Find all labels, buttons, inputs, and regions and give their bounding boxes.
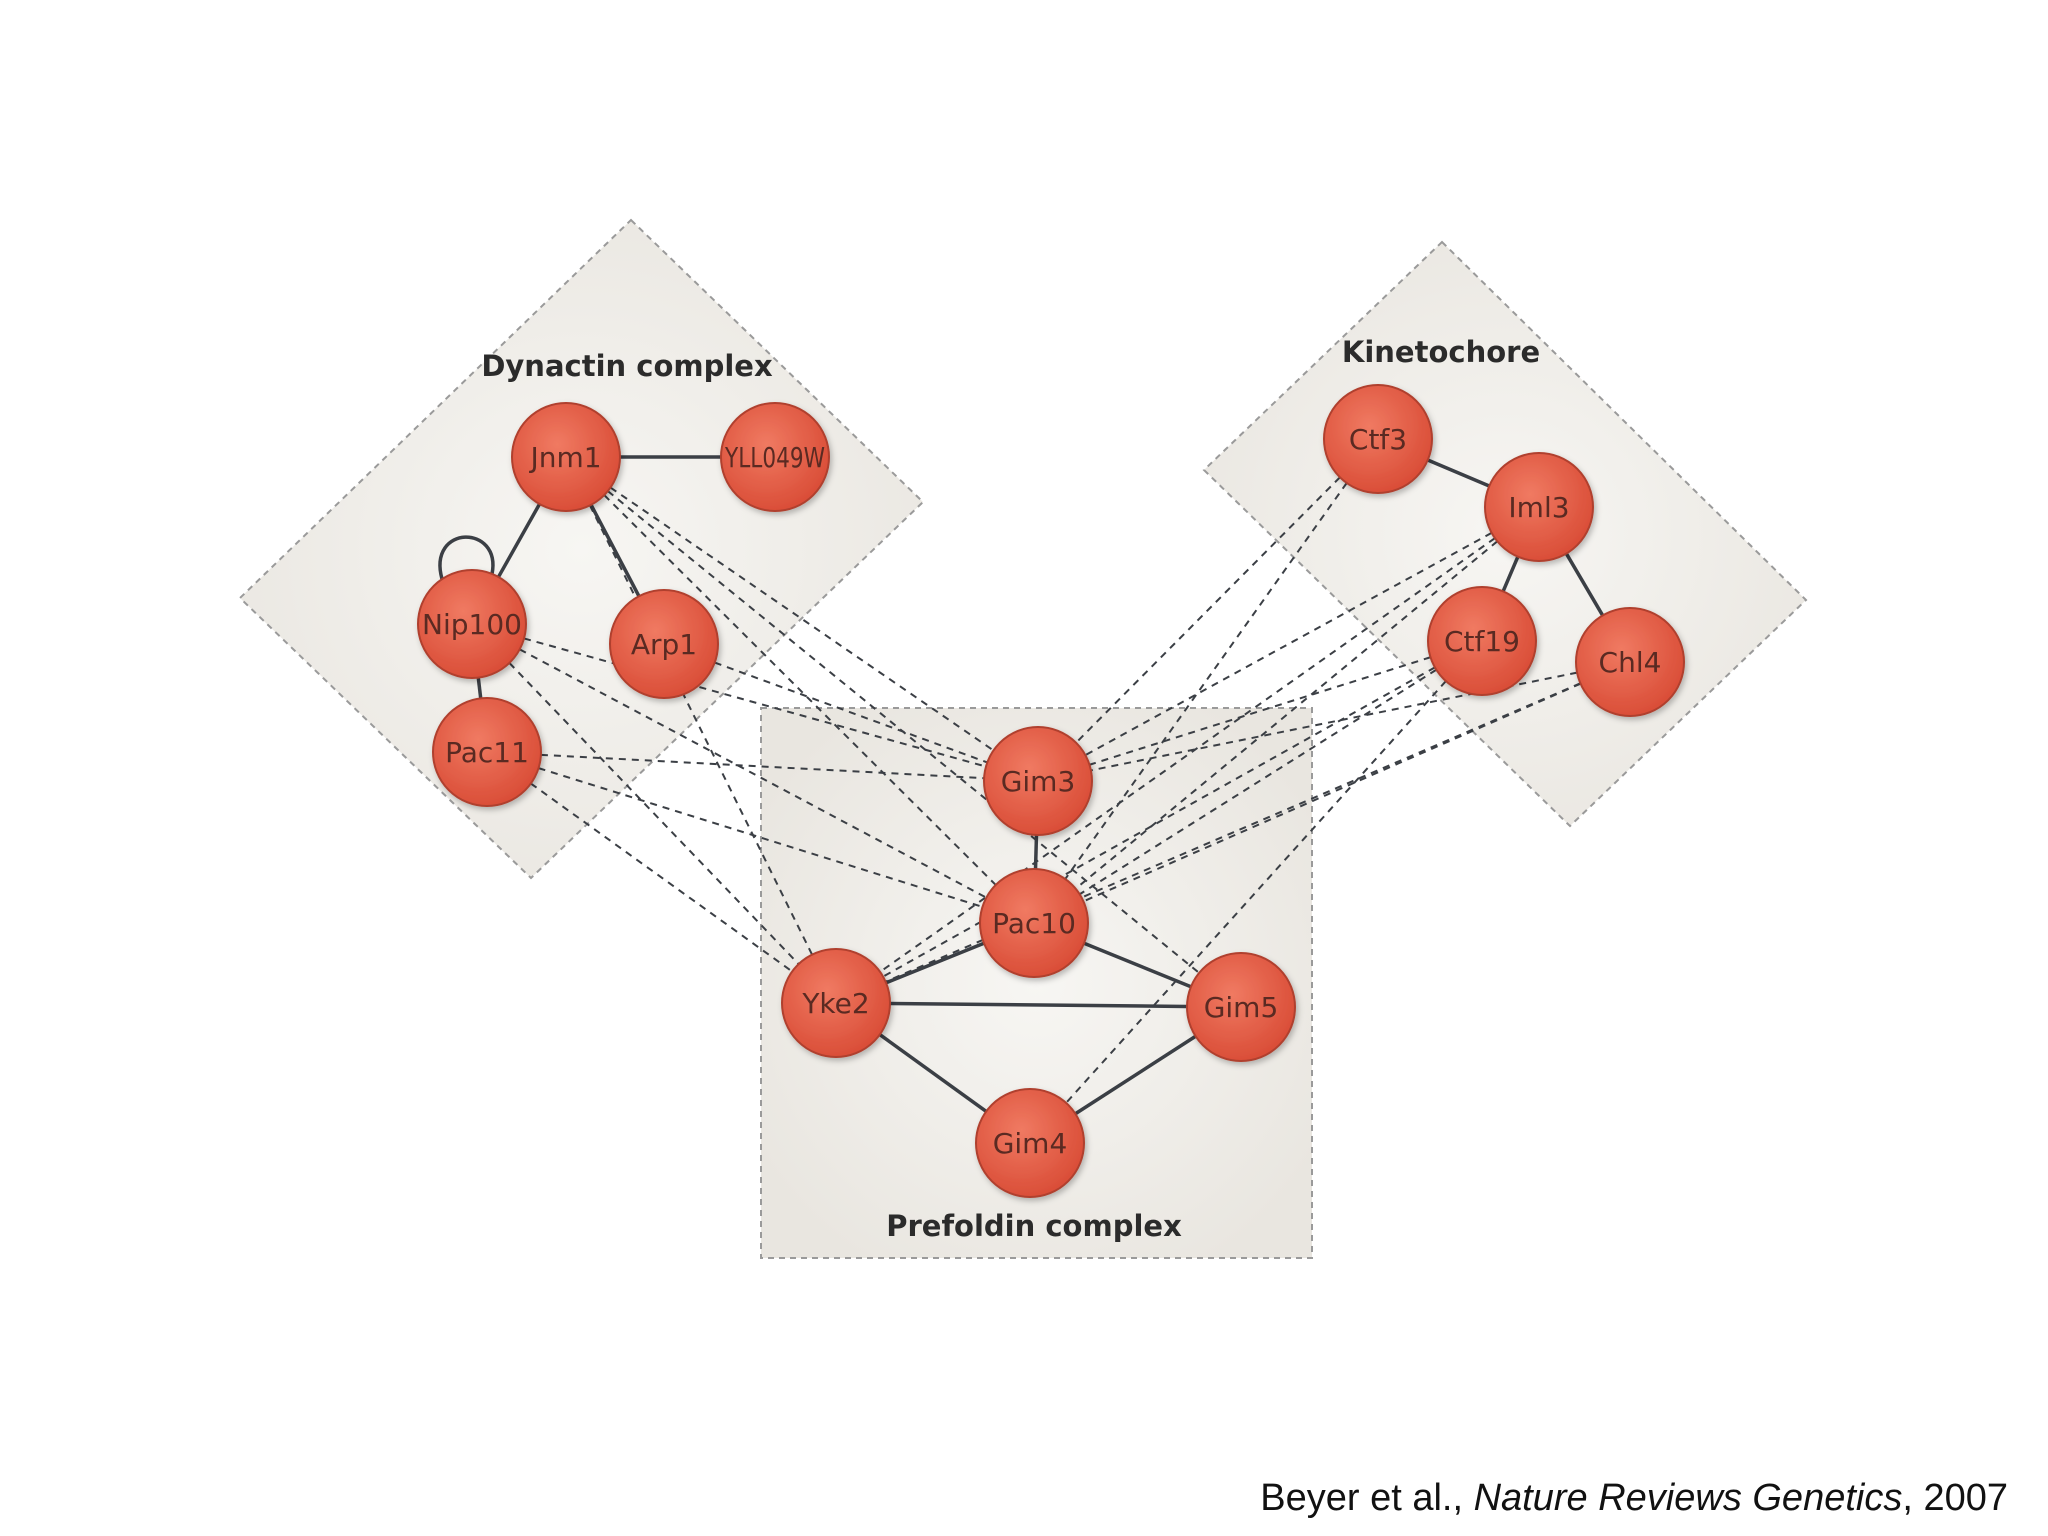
dashed-edge-iml3-yke2 bbox=[879, 537, 1496, 973]
node-circle-ctf19 bbox=[1427, 586, 1537, 696]
node-circle-yke2 bbox=[781, 948, 891, 1058]
node-yll049w: YLL049W bbox=[720, 402, 830, 512]
node-jnm1: Jnm1 bbox=[511, 402, 621, 512]
node-circle-pac10 bbox=[979, 868, 1089, 978]
node-label-gim4: Gim4 bbox=[993, 1127, 1068, 1160]
dashed-edge-jnm1-yke2 bbox=[589, 504, 813, 956]
node-label-chl4: Chl4 bbox=[1599, 646, 1662, 679]
node-circle-arp1 bbox=[609, 589, 719, 699]
dashed-edge-pac11-yke2 bbox=[530, 782, 793, 973]
dashed-edge-nip100-gim3 bbox=[523, 637, 987, 768]
citation-journal: Nature Reviews Genetics bbox=[1473, 1477, 1903, 1519]
dashed-edge-nip100-yke2 bbox=[508, 662, 800, 965]
citation: Beyer et al., Nature Reviews Genetics, 2… bbox=[1260, 1477, 2008, 1520]
node-circle-nip100 bbox=[417, 569, 527, 679]
node-label-arp1: Arp1 bbox=[631, 628, 697, 661]
node-nip100: Nip100 bbox=[417, 569, 527, 679]
node-label-iml3: Iml3 bbox=[1508, 491, 1569, 524]
solid-edge-iml3-chl4 bbox=[1564, 552, 1605, 617]
solid-edge-jnm1-arp1 bbox=[589, 504, 641, 597]
citation-authors: Beyer et al., bbox=[1260, 1477, 1474, 1519]
node-ctf3: Ctf3 bbox=[1323, 384, 1433, 494]
node-gim4: Gim4 bbox=[975, 1088, 1085, 1198]
group-panel-dynactin bbox=[238, 218, 925, 880]
solid-edge-nip100-pac11 bbox=[476, 677, 483, 699]
node-iml3: Iml3 bbox=[1484, 452, 1594, 562]
solid-edges bbox=[438, 455, 1605, 1116]
dashed-edge-pac11-gim3 bbox=[540, 753, 985, 780]
solid-edge-gim4-gim5 bbox=[1074, 1034, 1197, 1116]
dashed-edge-ctf3-gim3 bbox=[1075, 476, 1341, 744]
group-label-prefoldin: Prefoldin complex bbox=[886, 1209, 1182, 1243]
node-label-ctf3: Ctf3 bbox=[1349, 423, 1407, 456]
dashed-edge-iml3-pac10 bbox=[1075, 540, 1498, 890]
node-gim5: Gim5 bbox=[1186, 952, 1296, 1062]
node-circle-chl4 bbox=[1575, 607, 1685, 717]
node-label-pac11: Pac11 bbox=[445, 736, 529, 769]
solid-edge-yke2-gim4 bbox=[878, 1033, 988, 1113]
node-yke2: Yke2 bbox=[781, 948, 891, 1058]
node-label-ctf19: Ctf19 bbox=[1444, 625, 1520, 658]
node-label-gim5: Gim5 bbox=[1204, 991, 1279, 1024]
dashed-edge-ctf3-pac10 bbox=[1064, 482, 1348, 880]
node-label-gim3: Gim3 bbox=[1001, 765, 1076, 798]
node-chl4: Chl4 bbox=[1575, 607, 1685, 717]
node-circle-iml3 bbox=[1484, 452, 1594, 562]
solid-edge-yke2-gim5 bbox=[889, 1001, 1188, 1009]
solid-edge-iml3-ctf19 bbox=[1501, 556, 1520, 592]
group-label-kinetochore: Kinetochore bbox=[1342, 335, 1540, 369]
node-label-jnm1: Jnm1 bbox=[528, 441, 601, 474]
node-label-yke2: Yke2 bbox=[801, 987, 869, 1020]
node-circle-gim3 bbox=[983, 726, 1093, 836]
node-gim3: Gim3 bbox=[983, 726, 1093, 836]
node-arp1: Arp1 bbox=[609, 589, 719, 699]
group-label-dynactin: Dynactin complex bbox=[481, 349, 773, 383]
dashed-edge-arp1-gim3 bbox=[714, 661, 988, 764]
node-pac11: Pac11 bbox=[432, 697, 542, 807]
node-circle-jnm1 bbox=[511, 402, 621, 512]
solid-edge-pac10-gim5 bbox=[1083, 941, 1192, 989]
dashed-edge-nip100-pac10 bbox=[519, 648, 987, 899]
node-circle-pac11 bbox=[432, 697, 542, 807]
dashed-edge-ctf19-gim4 bbox=[1065, 680, 1447, 1104]
self-loop-nip100 bbox=[438, 535, 495, 580]
node-label-yll049w: YLL049W bbox=[724, 441, 825, 474]
solid-edge-gim3-pac10 bbox=[1033, 834, 1039, 870]
node-circle-yll049w bbox=[720, 402, 830, 512]
solid-edge-jnm1-nip100 bbox=[496, 503, 542, 578]
node-pac10: Pac10 bbox=[979, 868, 1089, 978]
dashed-edge-jnm1-pac10 bbox=[603, 494, 997, 886]
solid-edge-pac10-yke2 bbox=[885, 941, 985, 985]
node-circle-gim5 bbox=[1186, 952, 1296, 1062]
node-label-pac10: Pac10 bbox=[992, 907, 1076, 940]
dashed-edge-ctf19-pac10 bbox=[1079, 668, 1437, 896]
node-circle-gim4 bbox=[975, 1088, 1085, 1198]
solid-edge-ctf3-iml3 bbox=[1427, 458, 1490, 488]
node-circle-ctf3 bbox=[1323, 384, 1433, 494]
citation-year: , 2007 bbox=[1902, 1477, 2008, 1519]
node-ctf19: Ctf19 bbox=[1427, 586, 1537, 696]
node-label-nip100: Nip100 bbox=[422, 608, 522, 641]
